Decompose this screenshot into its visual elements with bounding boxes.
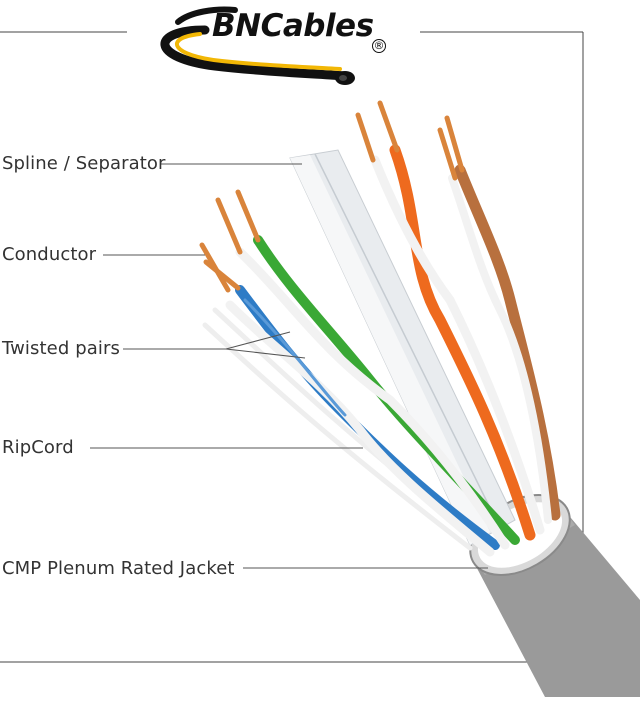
label-conductor: Conductor: [2, 244, 97, 265]
brown-pair: [448, 164, 561, 524]
conductors: [199, 100, 465, 293]
blue-pair: [225, 285, 500, 557]
logo-swoosh: [160, 6, 355, 85]
leader-lines: [90, 163, 488, 569]
green-pair: [235, 235, 520, 550]
label-twisted-pairs: Twisted pairs: [2, 338, 120, 359]
leader-twisted-2: [225, 348, 306, 359]
label-spline-separator: Spline / Separator: [2, 153, 166, 174]
label-jacket: CMP Plenum Rated Jacket: [2, 558, 235, 579]
orange-pair: [370, 144, 545, 541]
label-ripcord: RipCord: [2, 437, 74, 458]
brand-logo-text: BNCables: [212, 8, 374, 44]
registered-mark: ®: [372, 39, 386, 53]
spline: [289, 149, 516, 546]
